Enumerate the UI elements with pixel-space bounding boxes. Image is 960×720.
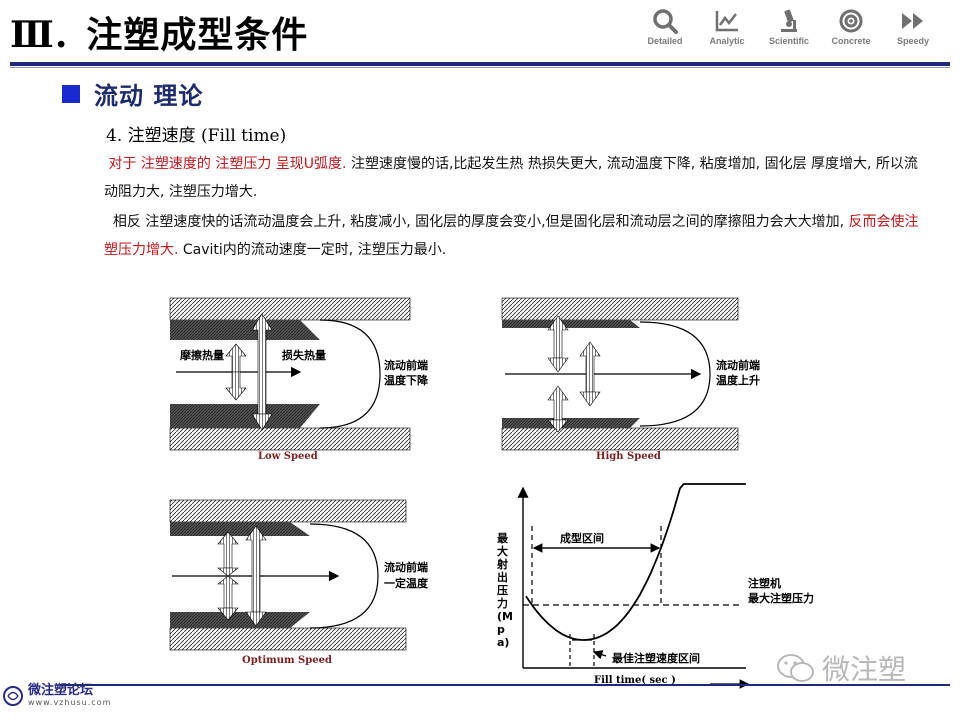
label-heat-loss: 损失热量: [282, 349, 326, 362]
paragraph-1-text: 注塑速度慢的话,比起发生热 热损失更大, 流动温度下降, 粘度增加, 固化层 厚…: [104, 156, 918, 200]
subheading: 4. 注塑速度 (Fill time): [106, 126, 287, 146]
caption-optimum-speed: Optimum Speed: [242, 655, 332, 666]
nav-item-detailed: Detailed: [638, 8, 692, 46]
nav-label-scientific: Scientific: [768, 36, 809, 46]
section-title: 流动 理论: [94, 82, 204, 110]
chart-best-pointer: [592, 650, 607, 660]
section-heading: 流动 理论: [62, 76, 203, 111]
footer-site-url: www.vzhusu.com: [28, 698, 112, 707]
label-low-front-1: 流动前端: [384, 359, 428, 372]
chart-machine-label-1: 注塑机: [748, 577, 781, 590]
watermark: 微注塑: [776, 648, 906, 688]
title-divider: [10, 62, 950, 66]
target-icon: [839, 9, 863, 33]
title-text: 注塑成型条件: [86, 14, 309, 56]
diagram-high-speed: [501, 297, 739, 451]
label-low-front-2: 温度下降: [384, 374, 428, 387]
fast-forward-icon: [902, 13, 923, 29]
paragraph-2-text-pre: 相反 注塑速度快的话流动温度会上升, 粘度减小, 固化层的厚度会变小,但是固化层…: [112, 214, 849, 230]
nav-item-analytic: Analytic: [700, 8, 754, 46]
magnifier-icon: [653, 9, 678, 34]
paragraph-2-text-post: Caviti内的流动速度一定时, 注塑压力最小.: [178, 242, 447, 258]
wechat-icon: [777, 654, 814, 682]
chart-best-label: 最佳注塑速度区间: [612, 652, 700, 665]
microscope-icon: [781, 9, 797, 32]
nav-item-scientific: Scientific: [762, 8, 816, 46]
caption-low-speed: Low Speed: [258, 451, 318, 462]
footer-logo: 微注塑论坛 www.vzhusu.com: [2, 684, 111, 707]
square-bullet-icon: [62, 84, 80, 103]
nav-label-analytic: Analytic: [709, 36, 745, 46]
line-chart-icon: [715, 11, 738, 32]
label-opt-front-2: 一定温度: [384, 577, 428, 590]
paragraph-1: 对于 注塑速度的 注塑压力 呈现U弧度. 注塑速度慢的话,比起发生热 热损失更大…: [104, 150, 924, 206]
chart-x-label: Fill time( sec ): [594, 675, 676, 686]
label-opt-front-1: 流动前端: [384, 561, 428, 574]
diagram-optimum-speed: [169, 499, 407, 651]
forum-logo-icon: [3, 685, 23, 706]
paragraph-2: 相反 注塑速度快的话流动温度会上升, 粘度减小, 固化层的厚度会变小,但是固化层…: [104, 208, 924, 264]
chart-y-label: 最大射出压力(Mpa): [497, 532, 513, 649]
footer-divider: [60, 684, 950, 686]
title-divider-thin: [10, 67, 950, 68]
footer-site-name: 微注塑论坛: [28, 683, 94, 698]
paragraph-1-highlight: 对于 注塑速度的 注塑压力 呈现U弧度.: [108, 156, 347, 172]
label-high-front-2: 温度上升: [716, 374, 760, 387]
nav-label-speedy: Speedy: [896, 36, 929, 46]
chart-machine-label-2: 最大注塑压力: [748, 592, 814, 605]
paragraph-2-highlight: 反而会使注塑压力增大.: [104, 214, 919, 258]
nav-item-concrete: Concrete: [824, 8, 878, 46]
chart-range-label: 成型区间: [560, 532, 604, 545]
watermark-text: 微注塑: [822, 653, 907, 686]
nav-item-speedy: Speedy: [886, 8, 940, 46]
icon-nav: Detailed Analytic Scientific Concrete Sp…: [638, 8, 940, 46]
page-title: Ⅲ. 注塑成型条件: [10, 6, 308, 58]
chart-pressure-curve: [525, 483, 746, 641]
nav-label-concrete: Concrete: [831, 36, 871, 46]
nav-label-detailed: Detailed: [647, 36, 683, 46]
label-high-front-1: 流动前端: [716, 359, 760, 372]
title-roman-numeral: Ⅲ.: [10, 14, 69, 56]
label-friction-heat: 摩擦热量: [180, 349, 224, 362]
diagram-low-speed: [169, 297, 411, 451]
caption-high-speed: High Speed: [596, 451, 661, 462]
